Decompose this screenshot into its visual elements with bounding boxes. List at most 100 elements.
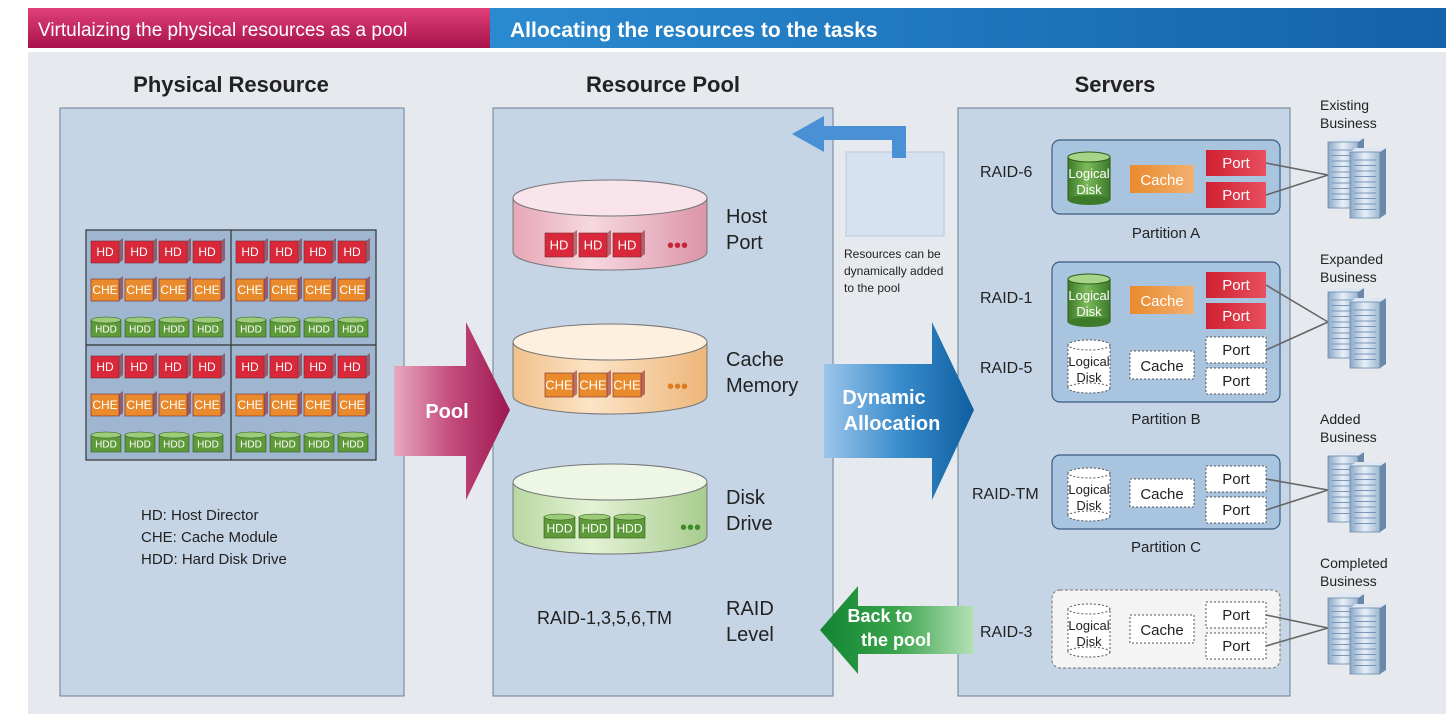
pool-hd-chip: HD: [612, 230, 645, 258]
server-link-0-a: [1265, 162, 1329, 176]
rack0-che-chip: CHE: [90, 276, 123, 302]
rack2-hdd-chip: HDD: [192, 431, 224, 453]
completed-business-server-icon-top-0: [1328, 594, 1364, 598]
partition-b-cache-2-text: Cache: [1140, 358, 1183, 375]
partition-b-cache-2-box: [1129, 350, 1195, 380]
rack0-che-chip: CHE: [124, 276, 157, 302]
rack3-che-chip-face: [235, 393, 265, 417]
pool-hd-chip-label: HD: [584, 237, 603, 252]
completed-logical-disk-body: [1067, 608, 1111, 653]
rack1-hdd-chip: HDD: [235, 316, 267, 338]
rack3-hd-chip-label: HD: [275, 360, 293, 374]
rack2-che-chip: CHE: [158, 391, 191, 417]
partition-b-cache-1: Cache: [1130, 286, 1194, 314]
cache-label-2: Memory: [726, 375, 798, 397]
cache-memory-cylinder: [512, 323, 708, 415]
rack1-hd-chip-label: HD: [241, 245, 259, 259]
added-business-server-icon: [1327, 452, 1386, 533]
pool-che-chip-label: CHE: [613, 377, 641, 392]
pool-che-chip-side: [573, 370, 577, 397]
rack0-hdd-chip-top: [124, 316, 156, 324]
added-business-server-icon-top-1: [1350, 462, 1386, 466]
pool-hd-chip-side: [641, 230, 645, 257]
rack3-hdd-chip: HDD: [303, 431, 335, 453]
added-resources-box: [845, 151, 945, 237]
dynamic-label-1: Dynamic: [842, 387, 925, 409]
rack0-hd-chip-side: [119, 238, 123, 263]
rack3-hd-chip-label: HD: [241, 360, 259, 374]
partition-b-logical-disk-1-bottom: [1068, 317, 1110, 327]
partition-b-port-1: Port: [1206, 272, 1266, 298]
rack0-hd-chip-side: [153, 238, 157, 263]
pool-hd-chip-label: HD: [618, 237, 637, 252]
rack1-che-chip-label: CHE: [271, 283, 296, 297]
rack1-che-chip-face: [269, 278, 299, 302]
rack2-hdd-chip-top: [158, 431, 190, 439]
back-label-2: the pool: [861, 630, 931, 650]
rack3-che-chip: CHE: [269, 391, 302, 417]
rack0-hd-chip-label: HD: [164, 245, 182, 259]
rack1-hdd-chip-label: HDD: [342, 325, 364, 336]
cache-label-1: Cache: [726, 349, 784, 371]
rack1-che-chip: CHE: [337, 276, 370, 302]
rack2-hdd-chip-label: HDD: [129, 440, 151, 451]
rack0-hd-chip-label: HD: [96, 245, 114, 259]
pool-che-chip-face: [544, 372, 574, 398]
rack3-hd-chip-side: [366, 353, 370, 378]
partition-c-port-2-text: Port: [1222, 502, 1250, 519]
pool-che-chip: CHE: [544, 370, 577, 398]
added-business-server-icon-side-1: [1380, 462, 1386, 532]
back-to-pool-arrow: [820, 586, 974, 674]
pool-hdd-chip-top: [613, 513, 646, 521]
completed-logical-disk-top: [1067, 603, 1111, 615]
rack2-che-chip-face: [192, 393, 222, 417]
raid-levels-text: RAID-1,3,5,6,TM: [537, 608, 672, 628]
server-links: [1265, 162, 1329, 647]
server-link-1-b: [1265, 321, 1329, 351]
existing-business-2: Business: [1320, 115, 1377, 131]
rack3-hdd-chip-label: HDD: [274, 440, 296, 451]
rack2-hd-chip-label: HD: [164, 360, 182, 374]
partition-a-port-2: Port: [1206, 182, 1266, 208]
rack0-che-chip-side: [119, 276, 123, 301]
rack2-che-chip-face: [90, 393, 120, 417]
rack0-hd-chip-face: [158, 240, 188, 264]
partition-a-cache-box: [1130, 165, 1194, 193]
rack1-hdd-chip-top: [337, 316, 369, 324]
rack0-hd-chip: HD: [158, 238, 191, 264]
rack3-hdd-chip-top: [337, 431, 369, 439]
rack0-hd-chip-face: [124, 240, 154, 264]
rack1-che-chip-label: CHE: [305, 283, 330, 297]
completed-cache: Cache: [1129, 614, 1195, 644]
added-business-2: Business: [1320, 429, 1377, 445]
server-components: LogicalDiskCachePortPortLogicalDiskCache…: [1067, 150, 1267, 660]
partition-b-logical-disk-1-text-1: Logical: [1068, 288, 1109, 303]
add-note-2: dynamically added: [844, 264, 943, 278]
pool-title: Resource Pool: [586, 72, 740, 97]
partition-c-cache-text: Cache: [1140, 486, 1183, 503]
completed-logical-disk-bottom: [1067, 646, 1111, 658]
partition-a-port-1-text: Port: [1222, 155, 1250, 172]
rack2-hd-chip: HD: [158, 353, 191, 379]
rack3-hd-chip-side: [332, 353, 336, 378]
rack2-che-chip-face: [158, 393, 188, 417]
rack2-hdd-chip-label: HDD: [163, 440, 185, 451]
completed-business-server-icon-front-1: [1349, 607, 1381, 675]
added-business-server-icon-front-1: [1349, 465, 1381, 533]
partition-c-label: Partition C: [1131, 539, 1201, 556]
rack1-hd-chip: HD: [337, 238, 370, 264]
pool-che-chip-face: [612, 372, 642, 398]
rack3-che-chip-side: [332, 391, 336, 416]
host-label-1: Host: [726, 206, 768, 228]
rack2-hdd-chip-top: [192, 431, 224, 439]
rack2-che-chip-label: CHE: [126, 398, 151, 412]
dynamic-allocation-arrow: [824, 322, 974, 500]
completed-cache-text: Cache: [1140, 622, 1183, 639]
partition-b-port-2-box: [1206, 303, 1266, 329]
rack3-che-chip-label: CHE: [305, 398, 330, 412]
rack3-che-chip-label: CHE: [339, 398, 364, 412]
pool-hd-chip: HD: [544, 230, 577, 258]
rack0-hd-chip-side: [187, 238, 191, 263]
rack3-hd-chip: HD: [269, 353, 302, 379]
